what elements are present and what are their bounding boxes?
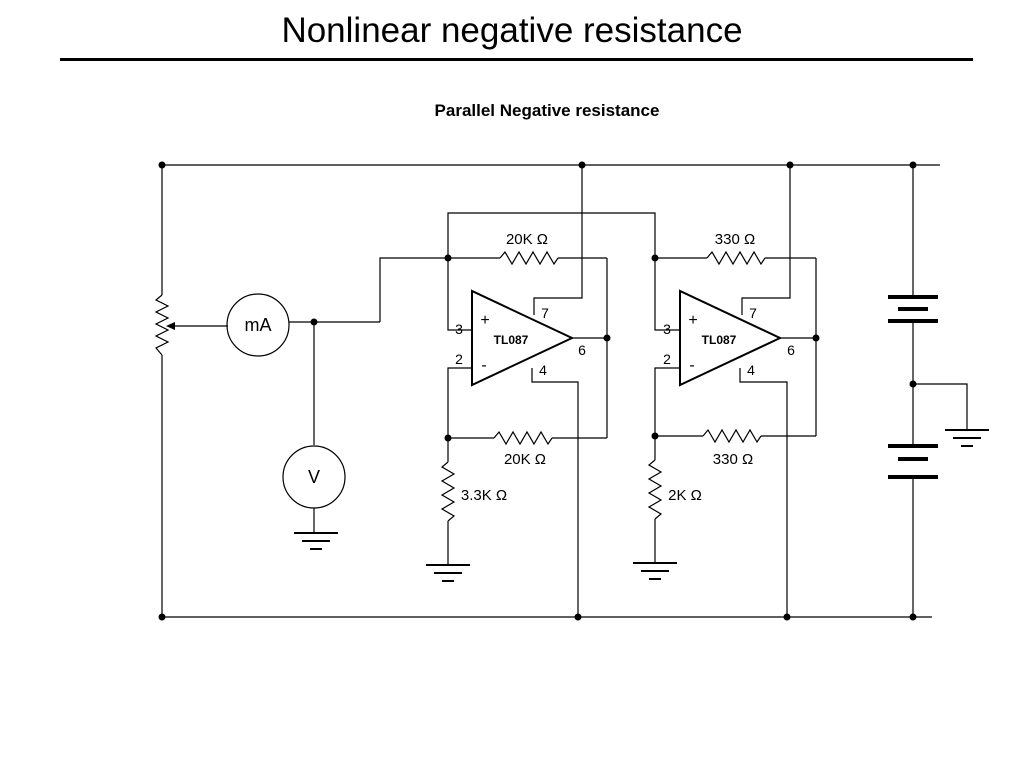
node-dot [574, 613, 582, 621]
opamp-1 [471, 289, 575, 387]
resistor-bottom-1 [493, 430, 553, 446]
resistor-bottom-1-label: 20K Ω [504, 451, 546, 468]
battery-icon [888, 444, 938, 479]
resistor-bottom-2 [702, 428, 762, 444]
potentiometer [154, 294, 228, 356]
opamp-2-pin4: 4 [747, 362, 755, 378]
opamp-2-minus: - [689, 357, 694, 374]
opamp-2-chip: TL087 [702, 333, 737, 347]
battery-stack [888, 161, 989, 621]
opamp-1-chip: TL087 [494, 333, 529, 347]
stage-link-wire [447, 212, 656, 258]
stage-1: 20K Ω TL087 + - 3 2 7 4 6 20K Ω 3.3K [426, 161, 611, 621]
voltmeter-label: V [308, 467, 320, 487]
resistor-ground-1 [440, 461, 456, 522]
title-rule [60, 58, 973, 61]
opamp-2-pin7: 7 [749, 305, 757, 321]
node-dot [783, 613, 791, 621]
opamp-1-pin4: 4 [539, 362, 547, 378]
resistor-ground-2 [647, 459, 663, 520]
opamp-2-plus: + [688, 312, 697, 329]
opamp-1-minus: - [481, 357, 486, 374]
resistor-bottom-2-label: 330 Ω [713, 451, 753, 468]
node-dot [158, 161, 166, 169]
node-dot [578, 161, 586, 169]
resistor-top-2-label: 330 Ω [715, 231, 755, 248]
node-dot [909, 613, 917, 621]
ground-icon [426, 564, 470, 582]
node-dot [786, 161, 794, 169]
resistor-ground-1-label: 3.3K Ω [461, 487, 507, 504]
ground-icon [633, 562, 677, 580]
opamp-1-pin7: 7 [541, 305, 549, 321]
node-dot [812, 334, 820, 342]
resistor-top-1-label: 20K Ω [506, 231, 548, 248]
ground-icon [945, 429, 989, 447]
opamp-1-plus: + [480, 312, 489, 329]
stage-2: 330 Ω TL087 + - 3 2 7 4 6 330 Ω 2K Ω [633, 161, 820, 621]
opamp-2 [679, 289, 783, 387]
wiper-arrow-icon [166, 322, 175, 330]
slide-title: Nonlinear negative resistance [281, 11, 743, 50]
resistor-top-1 [499, 250, 559, 266]
opamp-2-pin6: 6 [787, 342, 795, 358]
node-dot [603, 334, 611, 342]
resistor-top-2 [706, 250, 766, 266]
opamp-2-pin2: 2 [663, 351, 671, 367]
resistor-ground-2-label: 2K Ω [668, 487, 702, 504]
ground-icon [294, 532, 338, 550]
input-wire [379, 257, 448, 322]
ammeter: mA [226, 293, 290, 357]
diagram-caption: Parallel Negative resistance [434, 101, 660, 120]
voltmeter: V [282, 445, 346, 509]
opamp-1-pin2: 2 [455, 351, 463, 367]
opamp-2-pin3: 3 [663, 321, 671, 337]
opamp-1-pin6: 6 [578, 342, 586, 358]
node-dot [158, 613, 166, 621]
battery-icon [888, 295, 938, 323]
opamp-1-pin3: 3 [455, 321, 463, 337]
ammeter-label: mA [245, 315, 272, 335]
